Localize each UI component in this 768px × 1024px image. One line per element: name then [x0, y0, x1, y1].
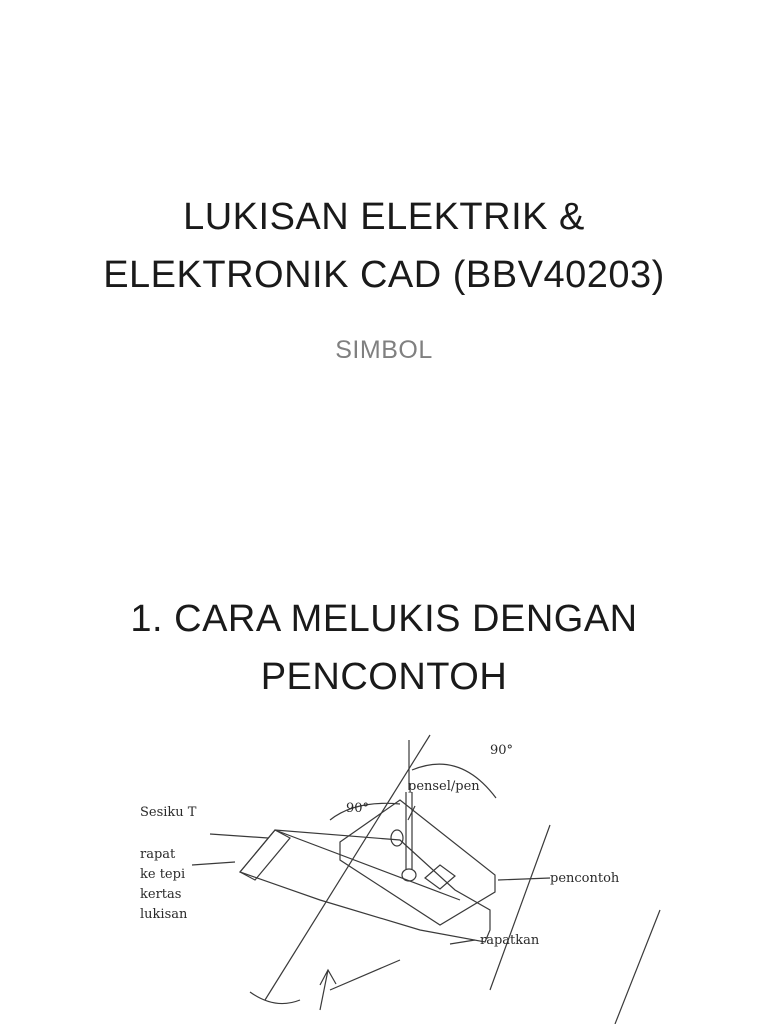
slide-subtitle: SIMBOL [335, 336, 433, 364]
label-template: pencontoh [550, 871, 620, 886]
slide-title-heading: LUKISAN ELEKTRIK & ELEKTRONIK CAD (BBV40… [40, 188, 728, 304]
slide-heading: 1. CARA MELUKIS DENGAN PENCONTOH [40, 590, 728, 706]
leader-edge [191, 861, 236, 866]
paper-edge-line [489, 824, 551, 991]
tsquare-blade-edge [274, 829, 461, 901]
angle-arc-top [411, 763, 497, 799]
label-angle-top: 90° [490, 743, 513, 758]
heading-line-1: 1. CARA MELUKIS DENGAN [130, 598, 638, 640]
tsquare-blade [238, 829, 491, 943]
angle-arc-mid [329, 802, 401, 821]
circle-cutout [390, 829, 404, 847]
template-drawing-figure: Sesiku T rapat ke tepi kertas lukisan 90… [100, 730, 668, 1024]
label-edge-3: kertas [140, 887, 181, 902]
label-angle-mid: 90° [346, 801, 369, 816]
label-press: rapatkan [480, 933, 540, 948]
label-edge-2: ke tepi [140, 867, 185, 882]
leader-press [449, 939, 476, 945]
paper-edge-line [614, 909, 661, 1024]
leader-template [497, 877, 551, 881]
label-edge-4: lukisan [140, 907, 188, 922]
sketch-lines [191, 734, 661, 1024]
square-cutout [424, 864, 456, 890]
paper-edge-line [329, 959, 401, 991]
slide-title: LUKISAN ELEKTRIK & ELEKTRONIK CAD (BBV40… [40, 188, 728, 364]
title-line-1: LUKISAN ELEKTRIK & [183, 196, 585, 238]
template-plate [339, 799, 496, 926]
tsquare-head [239, 829, 291, 881]
title-line-2: ELEKTRONIK CAD (BBV40203) [103, 254, 665, 296]
template-drawing-sketch: Sesiku T rapat ke tepi kertas lukisan 90… [140, 734, 661, 1024]
slide-content: 1. CARA MELUKIS DENGAN PENCONTOH [0, 560, 768, 1024]
pencil-tip [401, 868, 417, 882]
sketch-curve [249, 991, 301, 1005]
leader-pencil [407, 805, 416, 821]
pencil-body [405, 792, 413, 870]
paper-edge-line [264, 734, 431, 1001]
label-pencil: pensel/pen [408, 779, 480, 794]
sketch-arrow [319, 968, 337, 1011]
label-edge-1: rapat [140, 847, 176, 862]
leader-tsquare [209, 833, 269, 839]
heading-line-2: PENCONTOH [260, 656, 508, 698]
sketch-labels: Sesiku T rapat ke tepi kertas lukisan 90… [140, 743, 620, 948]
label-tsquare: Sesiku T [140, 805, 197, 820]
